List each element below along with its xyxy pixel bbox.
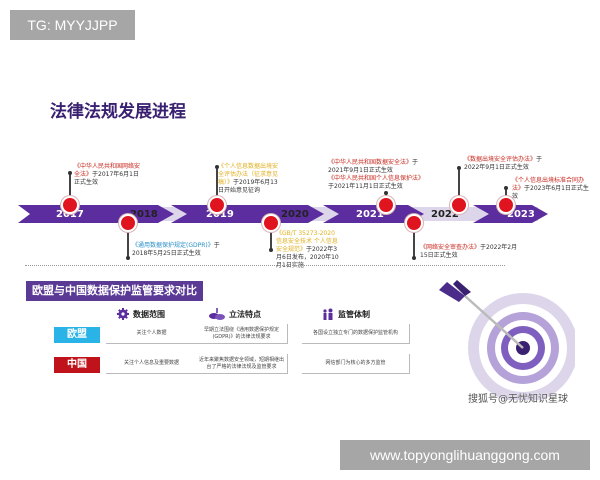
marker-2018 (121, 216, 135, 230)
comparison-title: 欧盟与中国数据保护监管要求对比 (26, 281, 203, 301)
year-2018: 2018 (130, 209, 158, 220)
event-note-2017: 《中华人民共和国网络安全法》于2017年6月1日正式生效 (74, 163, 141, 186)
column-header-scope: 数据范围 (117, 308, 165, 320)
connector-2019 (214, 165, 218, 202)
year-2022: 2022 (431, 209, 459, 220)
event-note-2022-sep: 《数据出境安全评估办法》于2022年9月1日正式生效 (464, 156, 543, 171)
cell-eu-scope: 关注个人数据 (106, 324, 198, 344)
row-label-china: 中国 (54, 357, 100, 373)
event-note-2018: 《通用数据保护规定(GDPR)》于2018年5月25日正式生效 (132, 242, 220, 257)
event-note-2022-feb: 《网络安全审查办法》于2022年2月15日正式生效 (420, 244, 518, 259)
marker-2022-feb (407, 216, 421, 230)
cell-eu-supervision: 各国设立独立专门的数据保护监管机构 (302, 324, 410, 344)
timeline-bar (18, 205, 548, 223)
cell-china-scope: 关注个人信息及重要数据 (106, 354, 198, 374)
connector-2017 (67, 171, 71, 203)
column-header-supervision: 监管体制 (322, 308, 370, 320)
year-2017: 2017 (56, 209, 84, 220)
event-note-2020: 《GB/T 35273-2020 信息安全技术 个人信息安全规范》于2022年3… (276, 230, 339, 269)
connector-2022-feb (411, 228, 415, 260)
cell-china-supervision: 网信部门为核心的多方监管 (302, 354, 410, 374)
year-2020: 2020 (281, 209, 309, 220)
connector-2022-sep (456, 166, 460, 202)
cell-eu-legislation: 早期立法围绕《通用数据保护规定(GDPR)》的法律法规要求 (196, 324, 288, 344)
page-title: 法律法规发展进程 (50, 102, 186, 122)
marker-2019 (210, 198, 224, 212)
year-2023: 2023 (507, 209, 535, 220)
event-note-2021: 《中华人民共和国数据安全法》于2021年9月1日正式生效 《中华人民共和国个人信… (328, 159, 425, 190)
marker-2020 (264, 216, 278, 230)
marker-2022-sep (452, 198, 466, 212)
column-header-legislation: 立法特点 (209, 308, 261, 320)
year-2021: 2021 (356, 209, 384, 220)
connector-2023 (503, 186, 507, 202)
source-caption: 搜狐号@无忧知识星球 (468, 394, 568, 405)
year-2019: 2019 (206, 209, 234, 220)
row-label-eu: 欧盟 (54, 327, 100, 343)
connector-2018 (125, 226, 129, 260)
marker-2017 (63, 198, 77, 212)
event-note-2023: 《个人信息出境标准合同办法》于2023年6月1日正式生效 (512, 177, 589, 200)
marker-2023 (499, 198, 513, 212)
gear-icon (117, 308, 129, 320)
cell-china-legislation: 近年来聚焦数据安全领域，短期相继出台了严格的法律法规及监管要求 (196, 354, 288, 374)
section-divider (25, 265, 505, 266)
watermark-bottom-right: www.topyonglihuanggong.com (340, 440, 590, 470)
target-arrow-icon (439, 280, 575, 400)
coins-icon (209, 308, 225, 320)
connector-2020 (268, 228, 272, 252)
people-icon (323, 308, 333, 320)
marker-2021 (379, 198, 393, 212)
event-note-2019: 《个人信息数据出境安全评估办法（征求意见稿）》于2019年6月13日开始意见征询 (218, 163, 279, 194)
watermark-top-left: TG: MYYJJPP (10, 10, 135, 40)
